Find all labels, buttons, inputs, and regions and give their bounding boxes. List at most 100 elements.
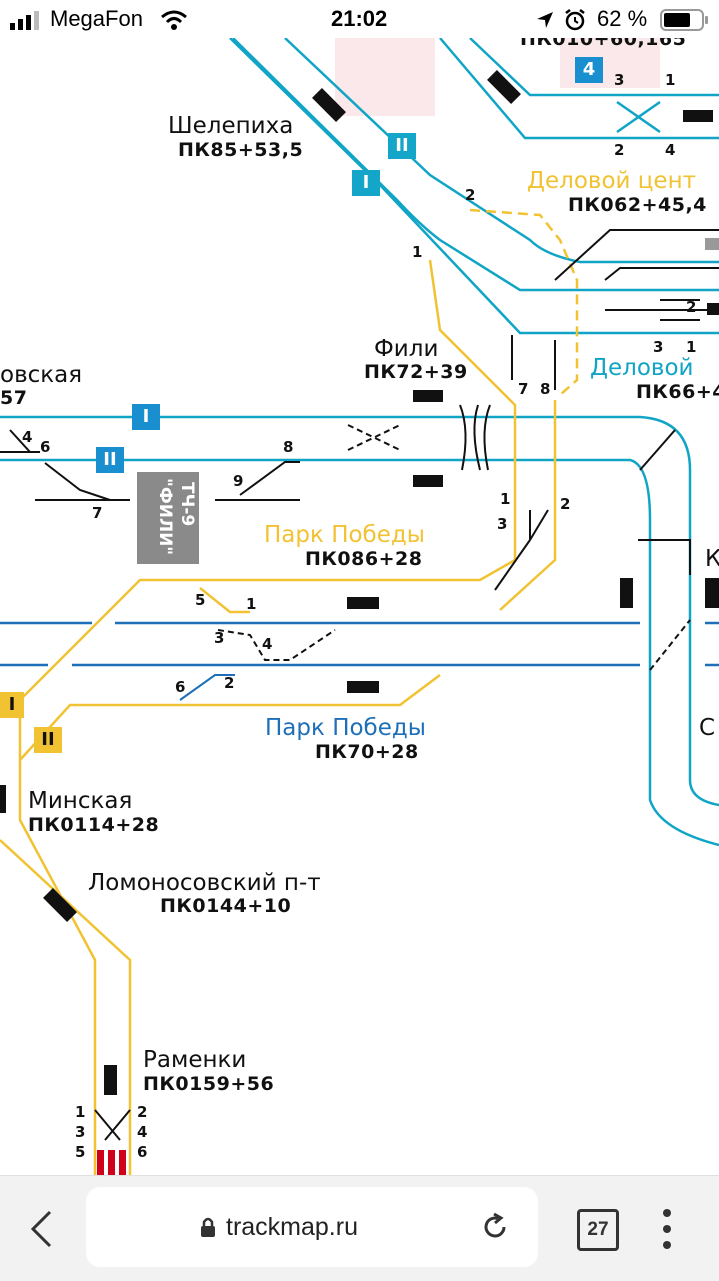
black-siding-1	[554, 229, 719, 281]
track-badge-I: I	[0, 692, 24, 718]
station-name[interactable]: К	[705, 546, 719, 572]
station-name[interactable]: Минская	[28, 788, 133, 814]
switch-number: 1	[500, 490, 511, 508]
signal	[347, 597, 379, 609]
yellow-track-main	[18, 259, 517, 1175]
depot-switch-right	[215, 461, 300, 501]
tabs-icon[interactable]: 27	[577, 1209, 619, 1251]
switch-number: 2	[465, 186, 476, 204]
station-pk: ПК062+45,4	[568, 194, 707, 216]
switch-number: 2	[560, 495, 571, 513]
address-bar[interactable]: trackmap.ru	[86, 1187, 538, 1267]
signal	[705, 238, 719, 250]
station-pk: ПК0159+56	[143, 1073, 275, 1095]
switch-number: 1	[686, 338, 697, 356]
station-pk: ПК70+28	[315, 741, 419, 763]
switch-number: 6	[40, 438, 51, 456]
blue-park-group	[0, 621, 719, 667]
park-dashed	[217, 629, 336, 661]
depot-name: "ФИЛИ"	[155, 478, 175, 556]
track-badge-II: II	[388, 133, 416, 159]
station-name[interactable]: Парк Победы	[265, 715, 426, 741]
park-blue-switch	[179, 674, 235, 701]
signal	[413, 475, 443, 487]
right-diag	[639, 429, 676, 471]
depot-code: ТЧ-9	[177, 482, 197, 527]
back-icon[interactable]	[28, 1209, 54, 1249]
status-bar: MegaFon 21:02 62 %	[0, 0, 719, 38]
yellow-switch	[199, 587, 250, 614]
yellow-line-group	[0, 208, 579, 1175]
cyan-track-3	[229, 37, 719, 335]
station-name[interactable]: Деловой цент	[527, 168, 697, 194]
yellow-track-2	[499, 400, 557, 611]
carrier-name: MegaFon	[50, 6, 143, 31]
station-pk: ПК0114+28	[28, 814, 160, 836]
track-badge-I: I	[352, 170, 380, 196]
depot-switch-left	[35, 462, 130, 501]
switch-number: 6	[137, 1143, 148, 1161]
switch-number: 3	[614, 71, 625, 89]
signal-strength-icon	[10, 11, 39, 30]
blue-track-I	[0, 415, 719, 807]
station-name[interactable]: С	[699, 715, 716, 741]
signal	[487, 70, 521, 104]
depot-fili[interactable]: "ФИЛИ" ТЧ-9	[137, 472, 199, 564]
switch-number: 6	[175, 678, 186, 696]
switch-number: 3	[214, 629, 225, 647]
station-name[interactable]: Ломоносовский п-т	[88, 870, 321, 896]
signal	[104, 1065, 117, 1095]
signal	[620, 578, 633, 608]
station-name[interactable]: овская	[0, 362, 83, 388]
signal	[413, 390, 443, 402]
switch-number: 8	[540, 380, 551, 398]
crossover-x	[616, 100, 661, 134]
station-name[interactable]: Фили	[374, 336, 439, 362]
more-icon[interactable]	[659, 1206, 675, 1252]
signal	[347, 681, 379, 693]
station-pk: ПК086+28	[305, 548, 423, 570]
track-badge-II: II	[34, 727, 62, 753]
black-siding-2	[604, 267, 719, 281]
station-pk: 57	[0, 387, 28, 409]
switch-number: 4	[137, 1123, 148, 1141]
signal	[707, 303, 719, 315]
signal-group	[0, 70, 719, 1095]
yellow-track-1	[469, 208, 579, 396]
reload-icon[interactable]	[480, 1212, 510, 1242]
track-badge-II: II	[96, 447, 124, 473]
signal	[0, 785, 6, 813]
track-badge-4: 4	[575, 57, 603, 83]
switch-number: 1	[665, 71, 676, 89]
url-text: trackmap.ru	[226, 1213, 358, 1241]
metro-track-map[interactable]: 4 II I I II I II "ФИЛИ" ТЧ-9 ПК010+60,16…	[0, 0, 719, 1175]
switch-number: 2	[224, 674, 235, 692]
right-track-black	[638, 539, 691, 575]
station-pk: ПК0144+10	[160, 895, 292, 917]
switch-number: 3	[75, 1123, 86, 1141]
cyan-track-4	[469, 37, 719, 97]
highlight-area	[335, 38, 435, 116]
location-arrow-icon	[537, 12, 553, 28]
switch-number: 1	[412, 243, 423, 261]
switch-number: 1	[75, 1103, 86, 1121]
fili-stubs	[511, 335, 556, 390]
switch-number: 4	[22, 428, 33, 446]
switch-number: 7	[518, 380, 529, 398]
fili-bridge	[459, 404, 491, 471]
station-name[interactable]: Парк Победы	[264, 522, 425, 548]
battery-percent: 62 %	[597, 6, 648, 31]
signal	[43, 888, 77, 922]
station-pk: ПК72+39	[364, 361, 468, 383]
browser-toolbar: trackmap.ru 27	[0, 1175, 719, 1281]
switch-number: 7	[92, 504, 103, 522]
lock-icon	[201, 1217, 215, 1237]
switch-number: 8	[283, 438, 294, 456]
station-name[interactable]: Шелепиха	[168, 113, 294, 139]
ramenki-cross	[94, 1109, 131, 1141]
right-dashed	[649, 619, 691, 671]
end-marker	[119, 1150, 126, 1175]
switch-number: 4	[262, 635, 273, 653]
station-name[interactable]: Раменки	[143, 1047, 247, 1073]
station-name[interactable]: Деловой	[590, 355, 694, 381]
